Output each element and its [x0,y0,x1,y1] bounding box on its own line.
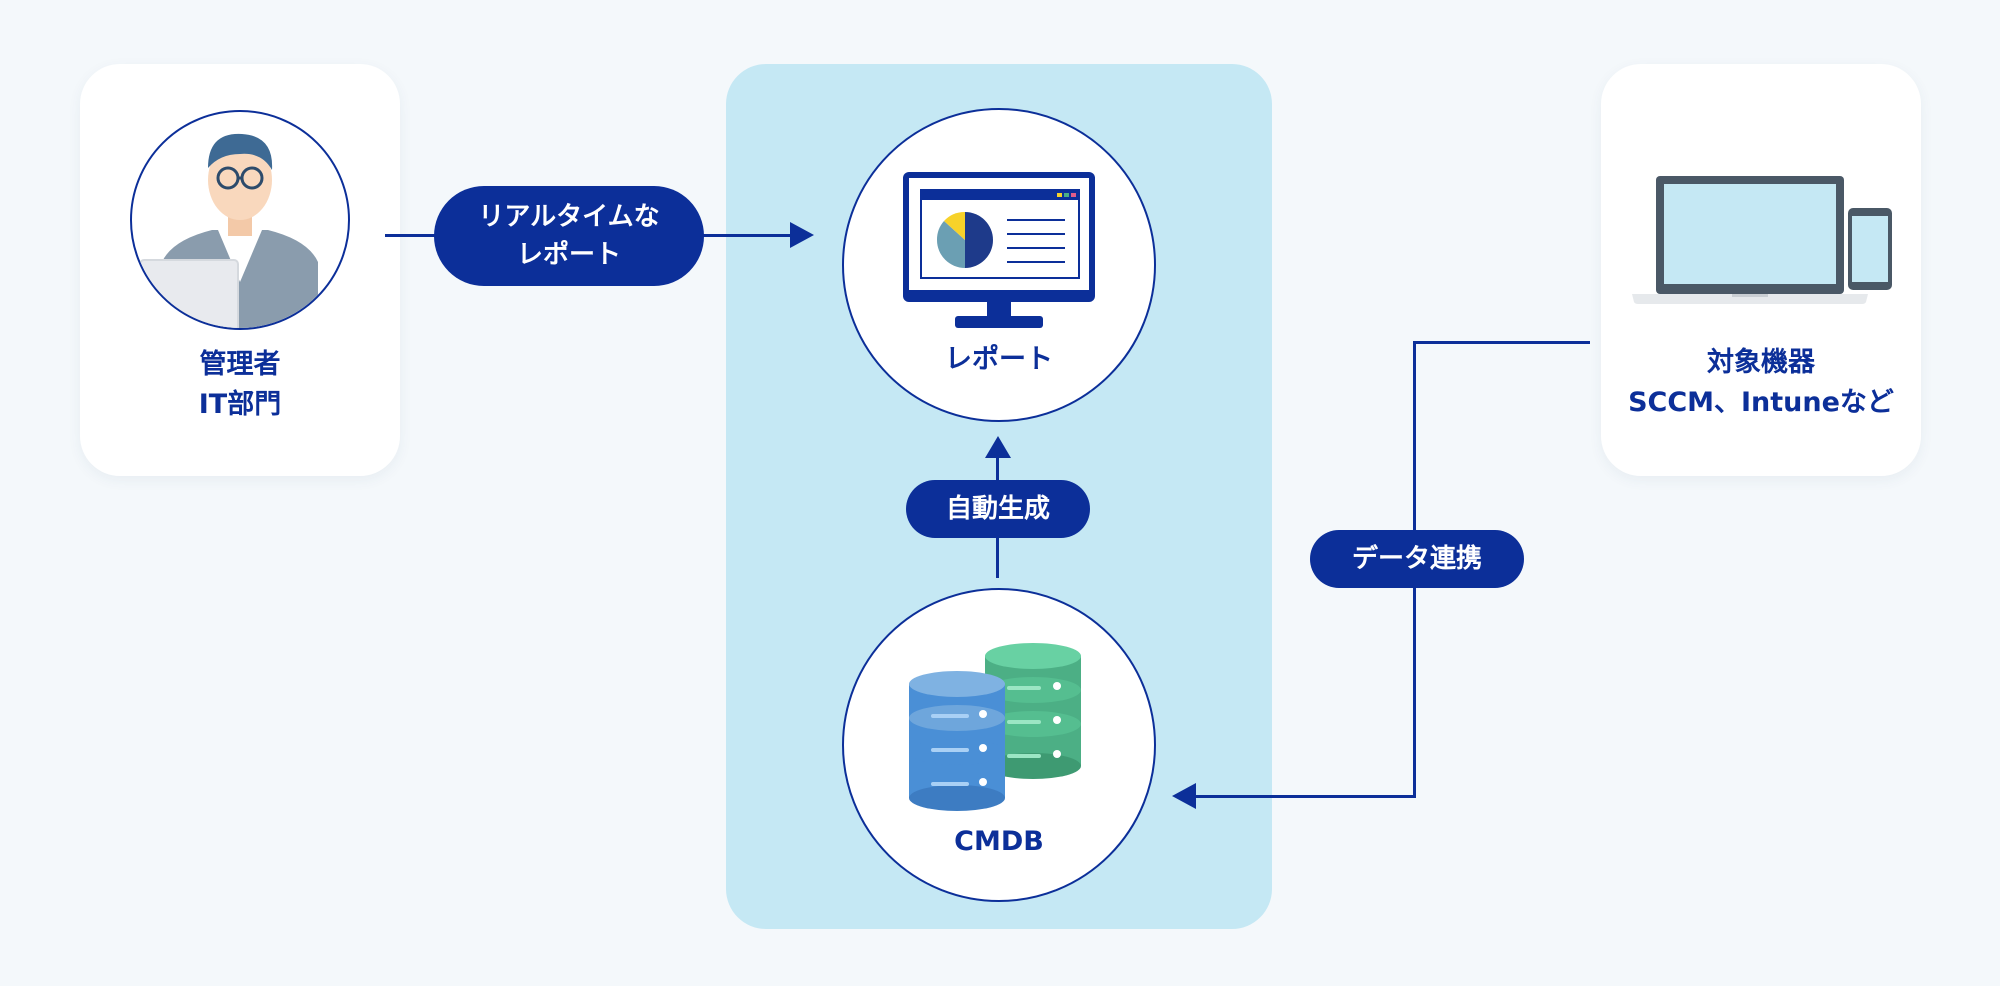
admin-label-line2: IT部門 [198,389,282,420]
admin-to-report-arrowhead [790,222,814,248]
database-stack-icon [909,643,1081,811]
admin-label: 管理者 IT部門 [80,345,400,425]
target-devices-line2: SCCM、Intuneなど [1628,387,1894,418]
report-circle [842,108,1156,422]
realtime-report-line1: リアルタイムな [478,202,660,232]
target-devices-label: 対象機器 SCCM、Intuneなど [1601,343,1921,423]
monitor-pie-chart-icon [903,172,1095,328]
cmdb-circle [842,588,1156,902]
laptop-and-phone-icon [1632,176,1892,304]
devices-link-horizontal-bottom [1190,795,1416,798]
auto-generate-pill: 自動生成 [906,480,1090,538]
admin-avatar-circle [130,110,350,330]
realtime-report-pill: リアルタイムな レポート [434,186,704,286]
target-devices-line1: 対象機器 [1707,347,1815,378]
cmdb-label: CMDB [954,826,1044,857]
report-label: レポート [945,344,1053,375]
cmdb-to-report-arrowhead [985,436,1011,458]
realtime-report-line2: レポート [516,240,621,270]
admin-to-report-line-left [385,234,437,237]
admin-label-line1: 管理者 [199,349,281,380]
admin-to-report-line-right [702,234,792,237]
devices-to-cmdb-arrowhead [1172,783,1196,809]
data-link-pill: データ連携 [1310,530,1524,588]
devices-link-horizontal-top [1413,341,1590,344]
person-with-laptop-icon [139,133,318,328]
